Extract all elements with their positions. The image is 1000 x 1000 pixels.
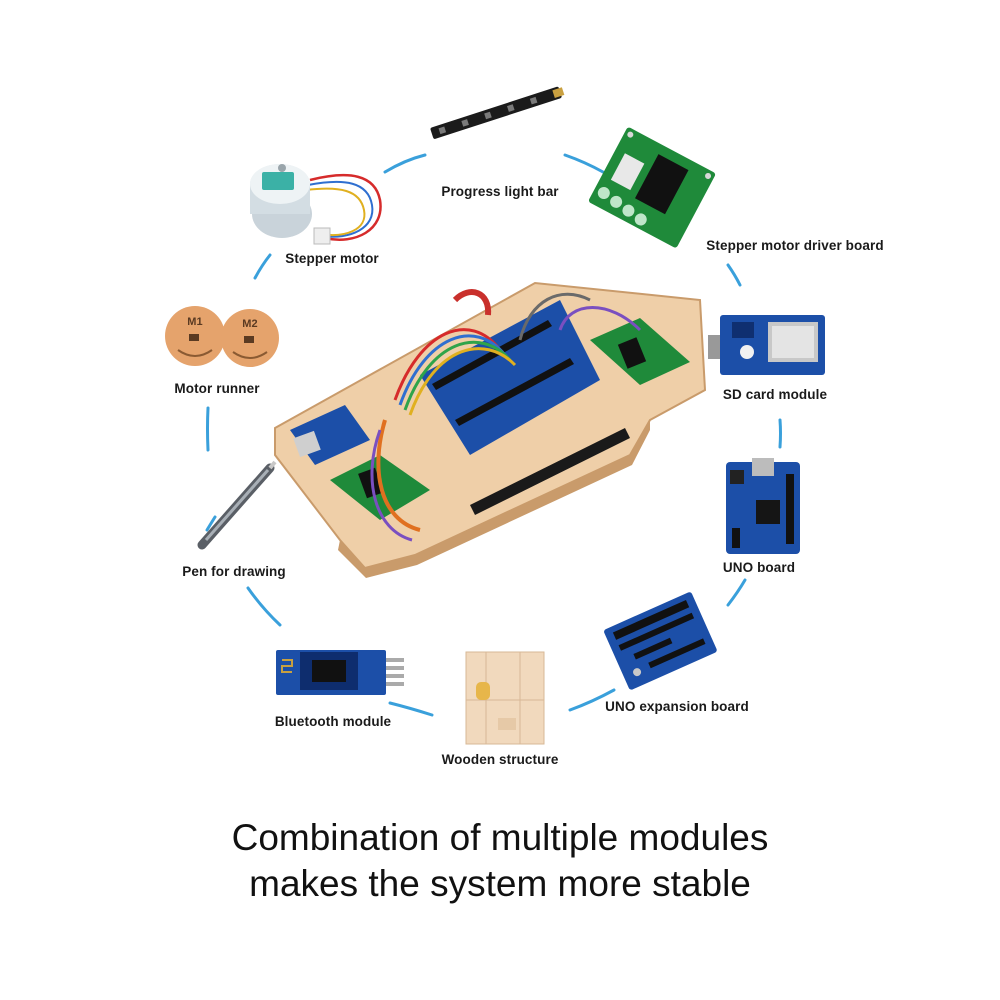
uno-expansion-board-image [604,592,717,690]
arc-segment [206,406,210,452]
label-motor-runner: Motor runner [174,381,260,396]
label-wooden-structure: Wooden structure [441,752,559,767]
arc-segment [246,586,282,627]
label-progress-light-bar: Progress light bar [441,184,559,199]
label-stepper-motor-driver-board: Stepper motor driver board [706,238,884,253]
caption-line-1: Combination of multiple modules [231,817,769,858]
arc-segment [726,578,747,607]
stepper-driver-board-image [589,127,716,248]
stepper-motor-image [250,164,382,245]
motor-runner-image [165,306,279,367]
wooden-structure-image [465,651,545,745]
arc-segment [778,418,782,449]
label-sd-card-module: SD card module [722,387,828,402]
uno-board-image [726,458,800,554]
arc-segment [726,263,742,287]
bluetooth-module-image [276,650,404,695]
runner-mark-m1: M1 [187,316,203,328]
arc-segment [383,153,427,174]
label-uno-board: UNO board [722,560,796,575]
arc-segment [253,253,272,280]
label-stepper-motor: Stepper motor [285,251,379,266]
assembled-plotter-image [274,281,707,578]
progress-light-bar-image [430,86,565,139]
caption-line-2: makes the system more stable [249,863,751,904]
label-pen-for-drawing: Pen for drawing [182,564,286,579]
drawing-pen-image [197,460,277,550]
label-bluetooth-module: Bluetooth module [274,714,392,729]
arc-segment [205,515,217,532]
arc-segment [388,701,434,717]
label-uno-expansion-board: UNO expansion board [605,699,749,714]
arc-segment [568,688,616,712]
runner-mark-m2: M2 [242,318,258,330]
sd-card-module-image [708,315,825,375]
connector-arcs [205,153,782,717]
arc-segment [563,153,605,174]
caption: Combination of multiple modules makes th… [0,815,1000,907]
